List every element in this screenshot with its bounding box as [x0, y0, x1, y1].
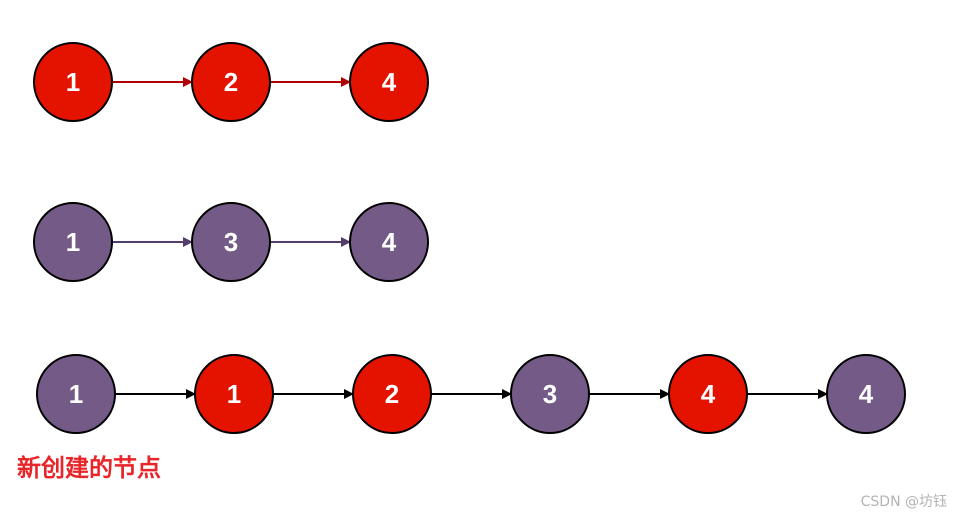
list1-node-1: 1: [33, 42, 113, 122]
node-label: 1: [227, 379, 241, 409]
list1-node-3: 4: [349, 42, 429, 122]
merged-node-1: 1: [36, 354, 116, 434]
node-circle: [510, 354, 590, 434]
list2-node-2: 3: [191, 202, 271, 282]
node-circle: [349, 202, 429, 282]
node-circle: [349, 42, 429, 122]
node-circle: [668, 354, 748, 434]
node-label: 1: [69, 379, 83, 409]
node-circle: [352, 354, 432, 434]
linked-list-1: 1 2 4: [33, 42, 429, 122]
node-label: 3: [543, 379, 557, 409]
merged-linked-list: 1 1 2 3 4 4: [36, 354, 906, 434]
new-node-caption: 新创建的节点: [17, 454, 161, 482]
node-circle: [33, 202, 113, 282]
merged-node-6: 4: [826, 354, 906, 434]
list2-node-1: 1: [33, 202, 113, 282]
node-label: 2: [224, 67, 238, 97]
node-label: 4: [382, 67, 397, 97]
node-label: 4: [701, 379, 716, 409]
merged-node-5: 4: [668, 354, 748, 434]
linked-list-2: 1 3 4: [33, 202, 429, 282]
node-circle: [33, 42, 113, 122]
node-label: 1: [66, 227, 80, 257]
node-label: 2: [385, 379, 399, 409]
node-circle: [36, 354, 116, 434]
node-label: 3: [224, 227, 238, 257]
node-circle: [191, 42, 271, 122]
node-circle: [826, 354, 906, 434]
node-label: 4: [382, 227, 397, 257]
node-label: 4: [859, 379, 874, 409]
merged-node-3: 2: [352, 354, 432, 434]
node-circle: [194, 354, 274, 434]
merged-node-4: 3: [510, 354, 590, 434]
merged-node-2: 1: [194, 354, 274, 434]
list2-node-3: 4: [349, 202, 429, 282]
list1-node-2: 2: [191, 42, 271, 122]
csdn-watermark: CSDN @坊钰: [860, 494, 947, 510]
node-label: 1: [66, 67, 80, 97]
node-circle: [191, 202, 271, 282]
